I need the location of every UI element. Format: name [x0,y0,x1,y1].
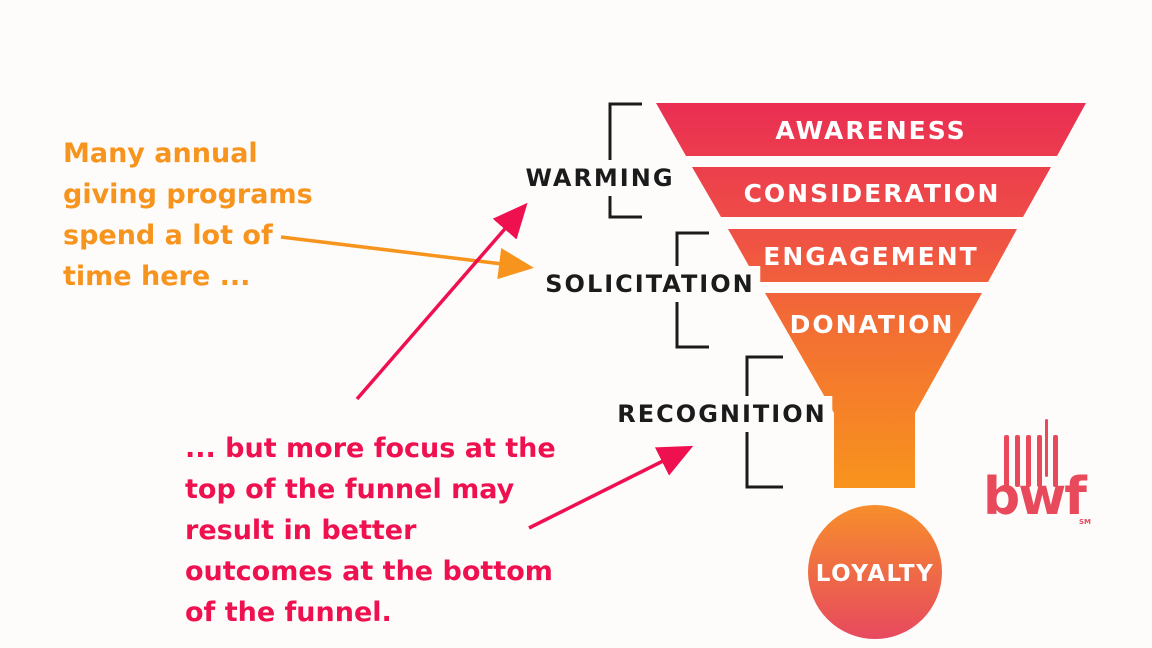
funnel-stage-label-engagement: ENGAGEMENT [763,242,978,271]
loyalty-circle [808,505,942,639]
bwf-logo: bwf SM [983,419,1103,534]
pink-arrow-bottom [528,445,694,530]
logo-bar-icon [1053,435,1058,487]
bwf-logo-trademark: SM [1079,518,1092,526]
annotation-line: Many annual [63,138,258,169]
funnel-stage-label-consideration: CONSIDERATION [744,179,1001,208]
phase-label-solicitation: SOLICITATION [539,266,761,302]
phase-label-recognition: RECOGNITION [611,396,833,432]
annotation-line: spend a lot of [63,220,273,251]
orange-arrow [280,235,534,280]
annotation-line: of the funnel. [185,597,392,628]
annotation-line: giving programs [63,179,313,210]
annotation-bottom-note: ... but more focus at the top of the fun… [185,428,556,633]
annotation-line: time here ... [63,261,251,292]
logo-bar-icon [1026,435,1031,487]
bwf-logo-bars-icon [983,419,1103,489]
funnel-stage-label-donation: DONATION [790,310,955,339]
funnel-band-consideration [692,167,1051,217]
annotation-line: result in better [185,515,417,546]
logo-bar-icon [1037,435,1042,487]
logo-bar-icon [1004,435,1009,487]
funnel-band-engagement [728,229,1017,282]
phase-label-warming: WARMING [519,160,681,196]
logo-bar-accent-icon [1045,419,1048,477]
logo-bar-icon [1015,435,1020,487]
funnel-stage-label-loyalty: LOYALTY [816,561,935,587]
funnel-band-donation [765,293,982,488]
annotation-line: ... but more focus at the [185,433,556,464]
funnel-band-awareness [656,103,1086,156]
annotation-line: outcomes at the bottom [185,556,553,587]
funnel-stage-label-awareness: AWARENESS [775,116,966,145]
bwf-logo-text: bwf [983,467,1087,527]
annotation-top-note: Many annual giving programs spend a lot … [63,133,313,297]
pink-arrow-top [355,202,528,401]
annotation-line: top of the funnel may [185,474,515,505]
